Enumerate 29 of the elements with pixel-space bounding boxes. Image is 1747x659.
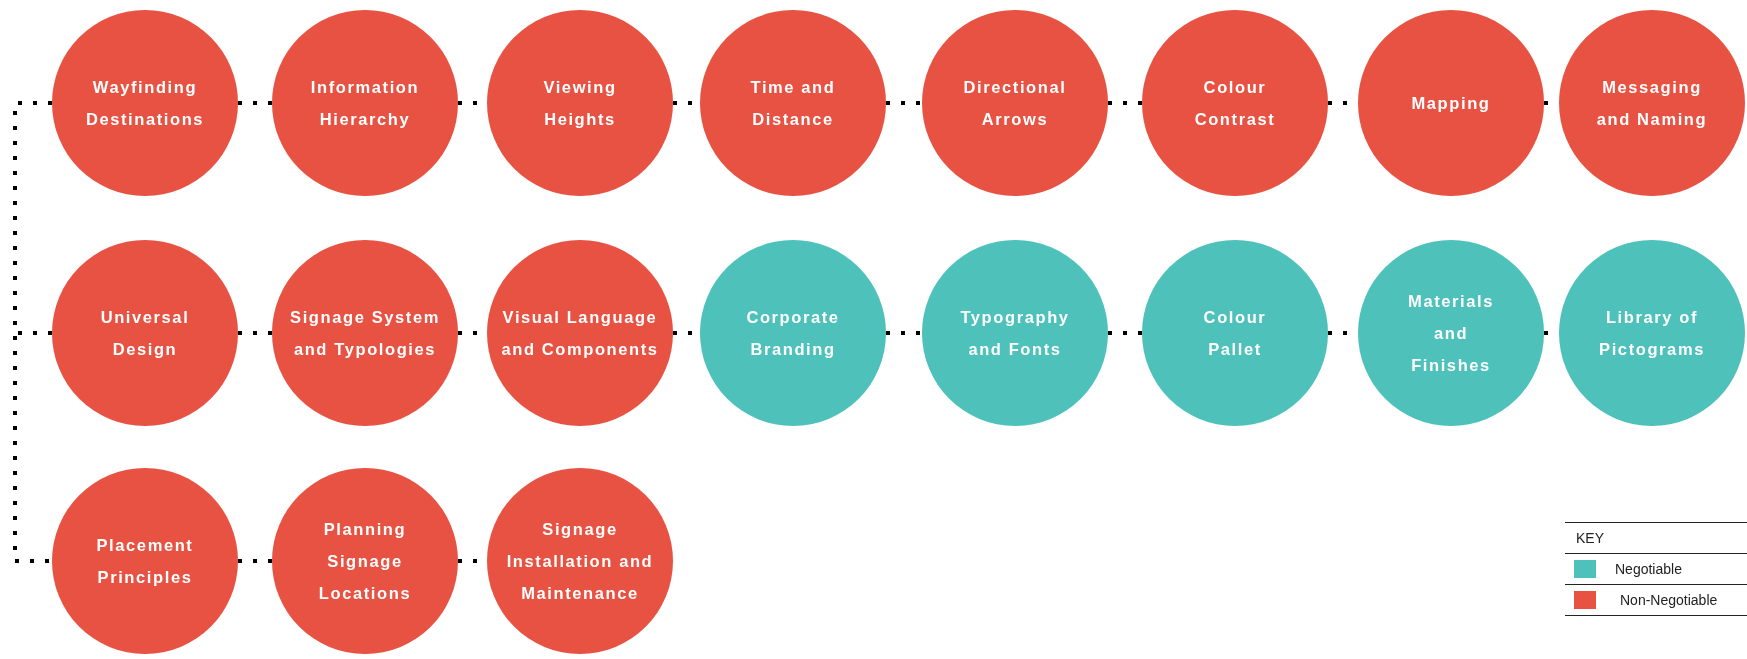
topic-label: Typography and Fonts (959, 307, 1071, 360)
topic-label: Visual Language and Components (500, 307, 660, 360)
topic-label: Placement Principles (95, 535, 195, 588)
dotted-connector (886, 331, 922, 335)
topic-label: Viewing Heights (542, 77, 618, 130)
legend-label: Non-Negotiable (1620, 592, 1718, 608)
topic-label: Mapping (1410, 93, 1492, 114)
dotted-connector (1108, 101, 1142, 105)
topic-label: Signage System and Typologies (289, 307, 441, 360)
topic-label: Information Hierarchy (309, 77, 421, 130)
dotted-connector (1108, 331, 1142, 335)
topic-label: Planning Signage Locations (317, 519, 413, 604)
topic-label: Wayfinding Destinations (84, 77, 206, 130)
topic-label: Messaging and Naming (1595, 77, 1709, 130)
legend-label: Negotiable (1615, 561, 1682, 577)
topic-label: Directional Arrows (962, 77, 1068, 130)
topic-label: Time and Distance (749, 77, 837, 130)
topic-label: Corporate Branding (745, 307, 841, 360)
dotted-connector (886, 101, 922, 105)
topic-label: Library of Pictograms (1598, 307, 1706, 360)
dotted-connector (238, 559, 272, 563)
dotted-connector (238, 101, 272, 105)
topic-label: Universal Design (99, 307, 191, 360)
legend-heading: KEY (1576, 530, 1604, 546)
topic-label: Colour Contrast (1193, 77, 1277, 130)
topic-label: Colour Pallet (1202, 307, 1268, 360)
topic-label: Materials and Finishes (1407, 291, 1495, 376)
dotted-connector (238, 331, 272, 335)
topic-label: Signage Installation and Maintenance (505, 519, 655, 604)
